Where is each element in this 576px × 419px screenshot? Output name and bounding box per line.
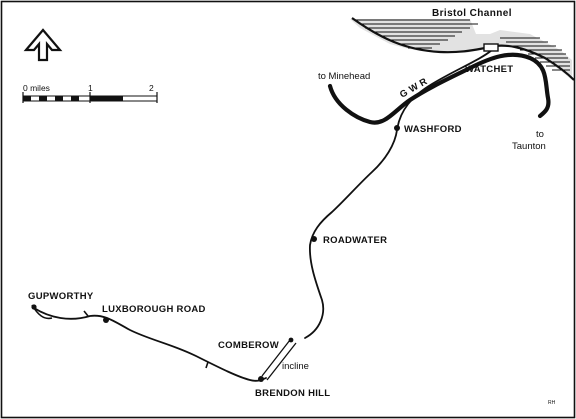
gwr-main-line: [327, 52, 551, 125]
mineral-branch-tick: [83, 310, 89, 317]
sea-label: Bristol Channel: [432, 8, 512, 19]
station-label-gupworthy: GUPWORTHY: [28, 291, 94, 302]
mineral-branch-tick: [205, 361, 209, 369]
watchet-harbour: [483, 43, 499, 52]
destination-taunton-to: to: [536, 129, 544, 140]
cartographer-initials: RH: [548, 400, 556, 406]
mineral-railway-upper: [304, 49, 493, 339]
station-marker-luxborough-road: [103, 317, 109, 323]
station-marker-gupworthy: [31, 304, 37, 310]
north-arrow-icon: [23, 28, 63, 62]
scale-label-start: 0 miles: [23, 83, 50, 93]
scale-label-end: 2: [149, 83, 154, 93]
sea-hatching: [355, 19, 570, 71]
scale-bar: [22, 92, 158, 103]
incline-line-a: [261, 339, 291, 377]
scale-label-mid: 1: [88, 83, 93, 93]
station-label-brendon-hill: BRENDON HILL: [255, 388, 330, 399]
station-marker-comberow: [288, 337, 294, 343]
destination-minehead: to Minehead: [318, 71, 370, 82]
station-label-roadwater: ROADWATER: [323, 235, 387, 246]
mineral-railway-lower: [33, 307, 267, 382]
sea-shading: [350, 19, 572, 80]
station-label-comberow: COMBEROW: [218, 340, 279, 351]
incline-label: incline: [282, 361, 309, 372]
station-marker-roadwater: [311, 236, 317, 242]
station-label-luxborough-road: LUXBOROUGH ROAD: [102, 304, 206, 315]
station-label-washford: WASHFORD: [404, 124, 462, 135]
station-label-watchet: WATCHET: [465, 64, 513, 75]
station-marker-brendon-hill: [258, 376, 264, 382]
incline-line-b: [266, 342, 297, 381]
station-marker-washford: [394, 125, 400, 131]
destination-taunton: Taunton: [512, 141, 546, 152]
